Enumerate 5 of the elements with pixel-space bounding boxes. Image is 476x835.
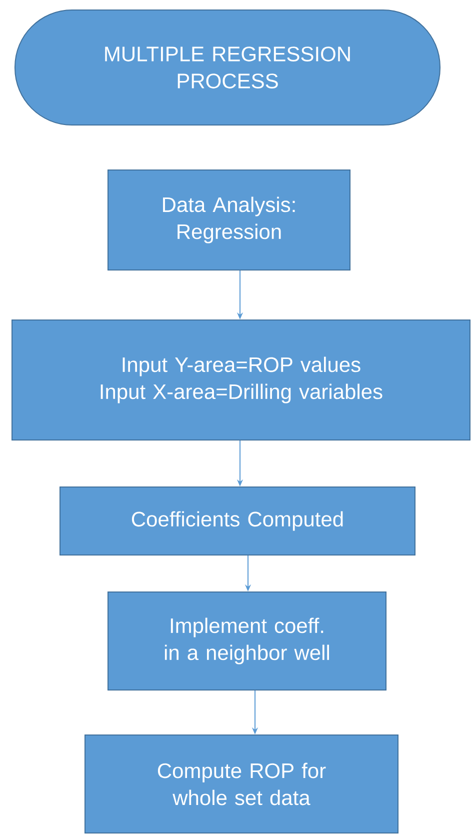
process-box: Coefficients Computed (60, 486, 416, 556)
process-box: Data Analysis: Regression (108, 170, 350, 270)
process-box: Implement coeff. in a neighbor well (108, 592, 386, 690)
process-box: Input Y-area=ROP values Input X-area=Drilling variables (12, 320, 470, 440)
process-box: Compute ROP for whole set data (84, 734, 398, 834)
